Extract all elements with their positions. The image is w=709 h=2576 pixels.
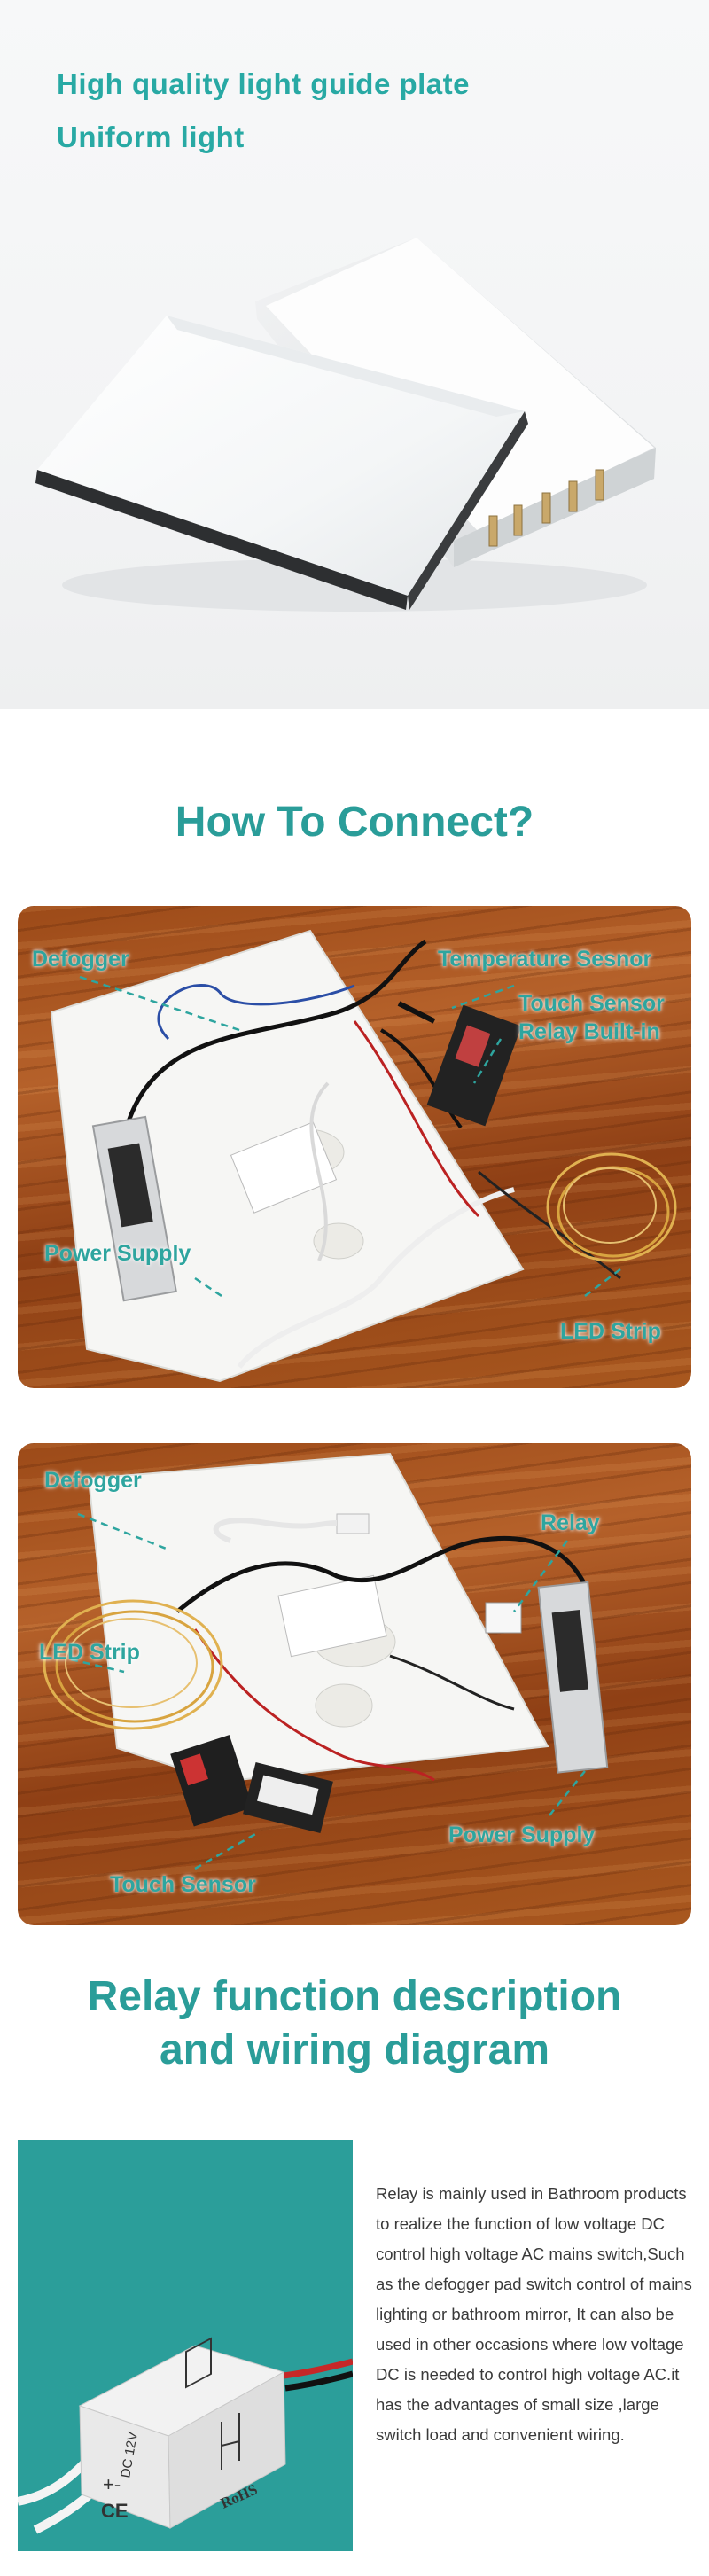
label-led-strip: LED Strip [560,1319,661,1344]
label-relay: Relay [541,1510,600,1535]
wiring-illustration-1 [50,929,677,1383]
label-defogger: Defogger [44,1468,142,1493]
label-temperature-sensor: Temperature Sesnor [438,947,652,972]
label-defogger: Defogger [32,947,129,972]
label-relay-built-in: Relay Built-in [518,1019,660,1044]
section-title-how-to-connect: How To Connect? [175,799,534,846]
connection-photo-2: Defogger Relay LED Strip Power Supply To… [18,1443,691,1925]
label-power-supply: Power Supply [448,1823,596,1847]
label-touch-sensor: Touch Sensor [518,991,665,1016]
connection-photo-1: Defogger Temperature Sesnor Touch Sensor… [18,906,691,1388]
relay-description: Relay is mainly used in Bathroom product… [376,2184,692,2444]
label-touch-sensor: Touch Sensor [110,1872,256,1897]
label-power-supply: Power Supply [44,1241,191,1266]
hero-subheadline: Uniform light [57,121,245,153]
relay-device-illustration: DC 12V +- CE RoHS [18,2337,353,2534]
relay-ce-mark: CE [101,2500,129,2522]
relay-polarity-text: +- [103,2473,121,2495]
hero-headline: High quality light guide plate [57,67,470,100]
hero-banner: High quality light guide plate Uniform l… [0,0,709,709]
wiring-illustration-2 [43,1452,609,1870]
label-led-strip: LED Strip [39,1640,140,1665]
light-guide-plate-image [35,238,656,612]
section-title-relay-line2: and wiring diagram [159,2026,550,2073]
relay-product-image: DC 12V +- CE RoHS [18,2140,353,2551]
section-title-relay-line1: Relay function description [87,1973,622,2020]
